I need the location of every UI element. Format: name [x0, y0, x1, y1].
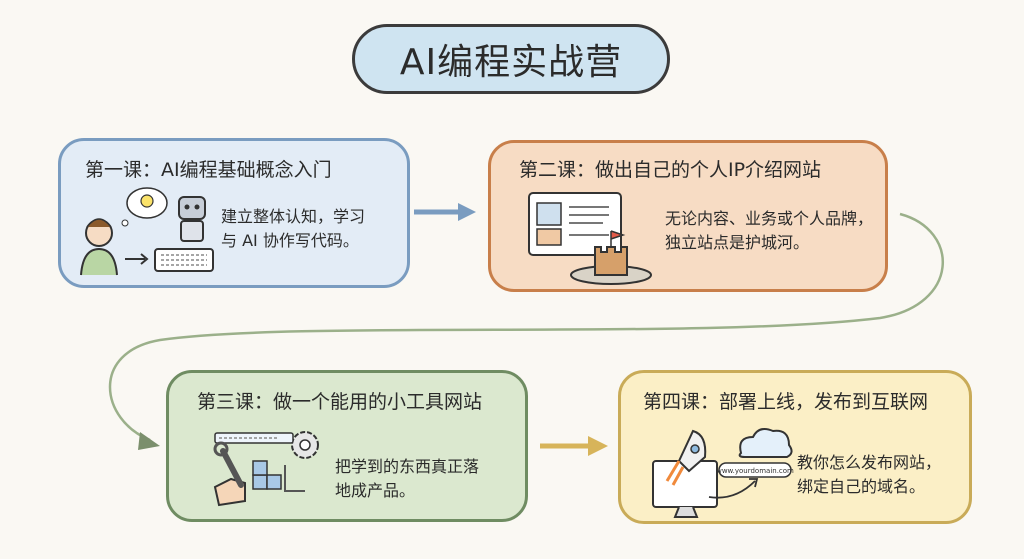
- rocket-icon: [665, 429, 707, 486]
- profile-page-icon: [528, 192, 622, 256]
- lesson-2-title: 第二课：做出自己的个人IP介绍网站: [519, 159, 822, 181]
- lesson-2-description: 无论内容、业务或个人品牌， 独立站点是护城河。: [665, 209, 874, 252]
- person-icon: [80, 218, 118, 276]
- cloud-icon: [738, 428, 793, 458]
- thought-bubble-icon: [121, 187, 168, 227]
- lesson-card-3: 第三课：做一个能用的小工具网站 把学到的东西真正落 地成产品。: [166, 370, 528, 522]
- blocks-icon: [252, 460, 305, 492]
- lesson-3-title: 第三课：做一个能用的小工具网站: [197, 391, 483, 413]
- lesson-card-2: 第二课：做出自己的个人IP介绍网站 无论内容、业务或个人品牌， 独立站点是护城河…: [488, 140, 888, 292]
- personal-site-illustration: [528, 192, 652, 285]
- lesson-3-description: 把学到的东西真正落 地成产品。: [335, 457, 480, 500]
- castle-icon: [570, 230, 652, 285]
- lesson-4-description: 教你怎么发布网站， 绑定自己的域名。: [797, 453, 942, 496]
- gear-icon: [291, 431, 319, 459]
- curve-lesson2-to-lesson3: [108, 212, 945, 442]
- domain-url-box: [718, 462, 792, 478]
- page-title: AI编程实战营: [352, 24, 670, 94]
- monitor-icon: [652, 460, 718, 518]
- lesson-1-description: 建立整体认知，学习 与 AI 协作写代码。: [221, 207, 366, 250]
- keyboard-icon: [154, 248, 214, 272]
- ai-collaboration-illustration: [80, 187, 214, 276]
- lesson-1-title: 第一课：AI编程基础概念入门: [85, 159, 332, 181]
- lesson-card-1: 第一课：AI编程基础概念入门 建立整体认知，学习 与 AI 协作写代码。: [58, 138, 410, 288]
- domain-url-text: www.yourdomain.com: [716, 467, 794, 475]
- lesson-card-4: 第四课：部署上线，发布到互联网 教你怎么发布网站， 绑定自己的域名。 www.y…: [618, 370, 972, 524]
- robot-icon: [178, 196, 206, 242]
- lesson-4-title: 第四课：部署上线，发布到互联网: [643, 391, 929, 413]
- cursor-arrow-icon: [708, 478, 759, 499]
- browser-window-icon: [214, 432, 294, 444]
- tool-website-illustration: [213, 431, 319, 507]
- wrench-hand-icon: [213, 441, 246, 507]
- deploy-illustration: www.yourdomain.com: [652, 428, 794, 518]
- arrow-icon: [125, 253, 149, 265]
